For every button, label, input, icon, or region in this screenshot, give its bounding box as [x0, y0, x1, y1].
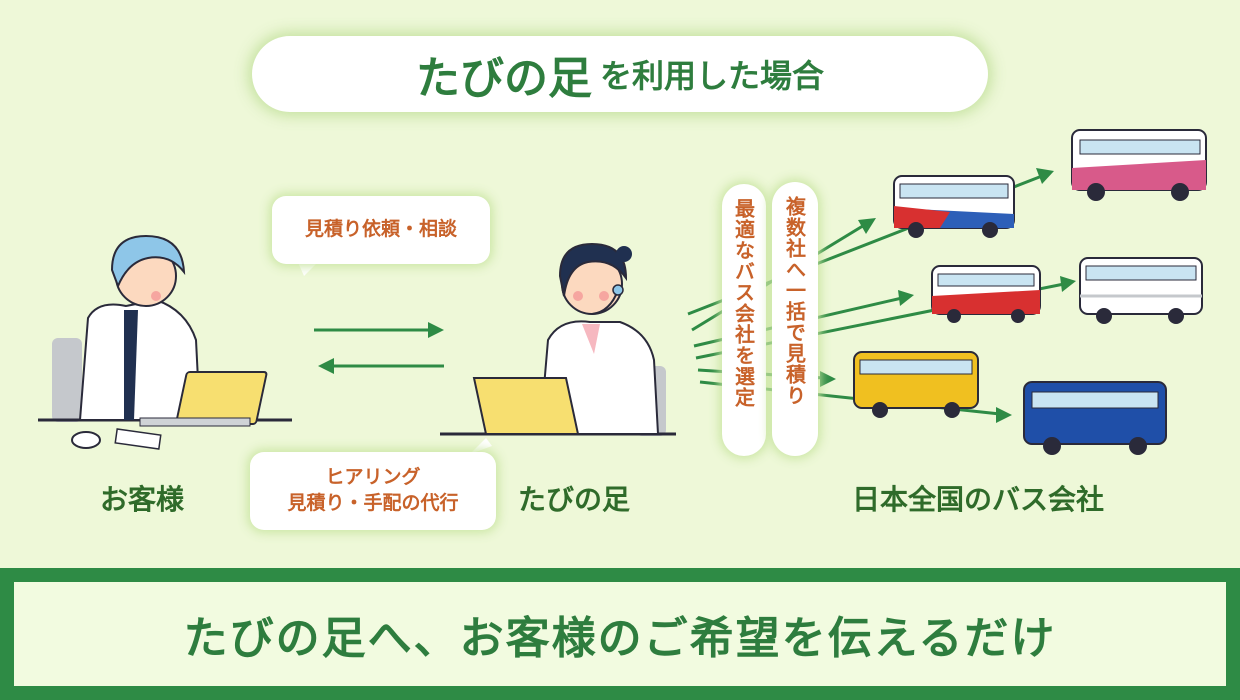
banner-message: たびの足へ、お客様のご希望を伝えるだけ: [183, 613, 1057, 664]
hearing-bubble: ヒアリング 見積り・手配の代行: [250, 452, 496, 530]
bus-icon: [1023, 381, 1167, 455]
page-title-brand: たびの足: [415, 53, 592, 104]
bulk-note-text: 複数社へ一括で見積り: [782, 196, 807, 406]
arrow-icon: [314, 322, 444, 374]
diagram-illustration: [38, 129, 1207, 455]
bus-companies-label: 日本全国のバス会社: [852, 483, 1105, 516]
page-title-suffix: を利用した場合: [599, 57, 824, 95]
request-text: 見積り依頼・相談: [304, 218, 457, 241]
tabinoashi-label: たびの足: [518, 483, 631, 516]
bus-icon: [853, 351, 979, 418]
bus-icon: [1079, 257, 1203, 324]
operator-illustration: [440, 242, 676, 436]
bubble-tail-hearing: [470, 438, 492, 454]
bus-icon: [1071, 129, 1207, 201]
select-note-text: 最適なバス会社を選定: [731, 198, 756, 408]
request-bubble: 見積り依頼・相談: [272, 196, 490, 264]
select-note: 最適なバス会社を選定: [722, 184, 766, 456]
hearing-line-1: ヒアリング: [325, 466, 421, 489]
laptop-icon: [472, 377, 580, 435]
bulk-estimate-note: 複数社へ一括で見積り: [772, 182, 818, 456]
title-banner: たびの足 を利用した場合: [252, 36, 988, 112]
bus-icon: [893, 175, 1015, 238]
customer-label: お客様: [100, 483, 185, 516]
customer-illustration: [38, 234, 292, 450]
bottom-banner: たびの足へ、お客様のご希望を伝えるだけ: [0, 568, 1240, 700]
bus-icon: [931, 265, 1041, 323]
bottom-banner-inner: たびの足へ、お客様のご希望を伝えるだけ: [14, 582, 1226, 686]
hearing-line-2: 見積り・手配の代行: [287, 492, 459, 514]
